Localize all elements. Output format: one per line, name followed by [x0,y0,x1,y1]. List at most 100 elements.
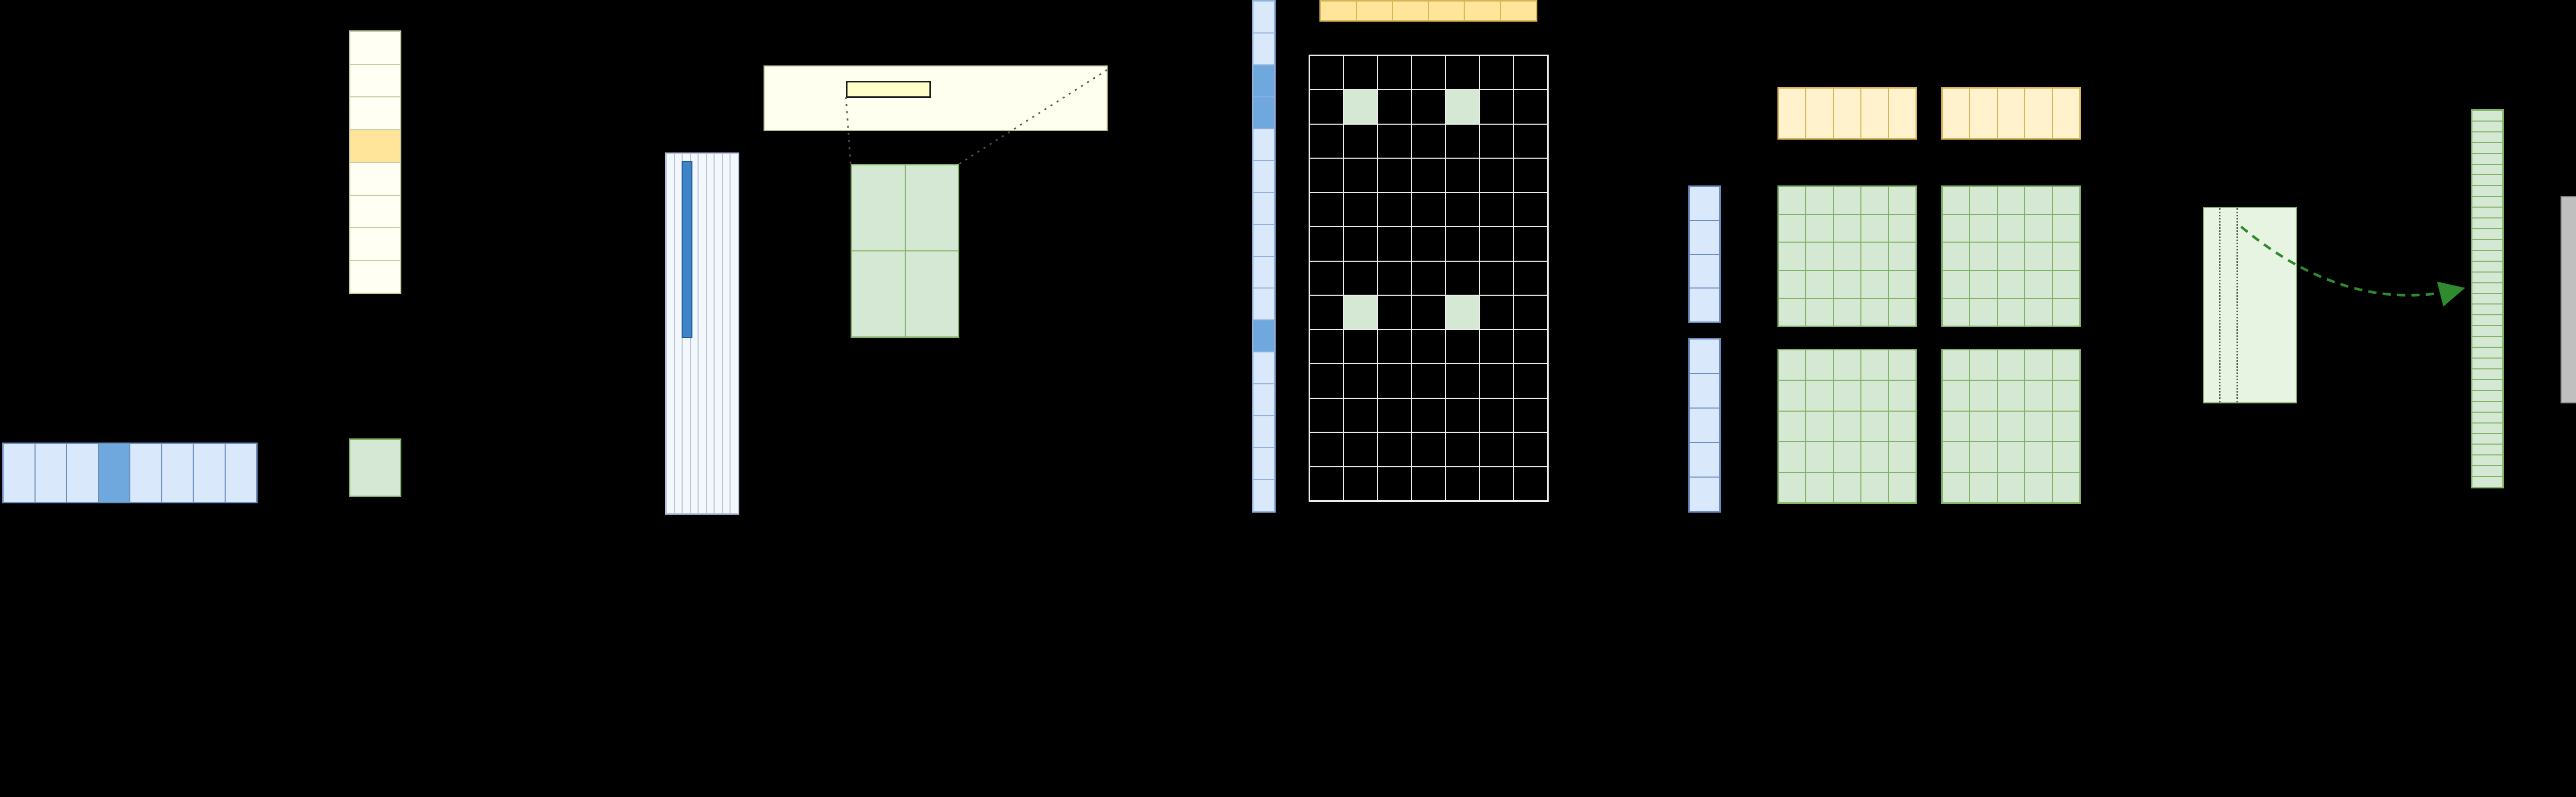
green-grid-cell [2052,350,2080,381]
green-grid-cell [2052,270,2080,298]
green-grid-cell [1833,270,1861,298]
input-bar-cell [35,444,66,502]
green-grid-cell [1970,442,1997,472]
green-grid-cell [2052,411,2080,442]
sparse-grid-cell [1378,124,1412,159]
sparse-grid-cell [1378,466,1412,501]
sparse-grid-cell [1480,56,1514,90]
tall-vector-cell [1253,288,1275,320]
green-grid-cell [1778,242,1806,270]
green-grid-cell [1942,298,1970,326]
sparse-grid-cell [1412,192,1446,227]
sparse-grid-cell [1446,158,1480,193]
sparse-grid-cell [1480,90,1514,124]
green-grid-cell [2052,472,2080,503]
selected-column-bar [682,161,692,338]
header-cell [1356,1,1393,21]
tile-cell [905,251,958,337]
sparse-grid-cell [1344,432,1378,467]
tall-vector-cell [1253,128,1275,161]
green-grid-cell [1833,411,1861,442]
green-grid-cell [1888,270,1916,298]
green-grid-cell [1942,214,1970,243]
tile-cell [852,251,905,337]
tall-vector-cell [1253,224,1275,257]
fine-stripe-cell [2472,293,2503,304]
zoom-region-box [846,81,931,98]
column-vector-cell [350,129,400,162]
sparse-grid-cell [1412,466,1446,501]
sparse-grid-cell [1412,227,1446,261]
green-grid-cell [1997,270,2025,298]
striped-panel-column [714,154,722,514]
green-grid-cell [2025,472,2053,503]
green-grid-cell [1806,214,1834,243]
green-grid-cell [1970,411,1997,442]
sparse-grid-cell [1344,90,1378,124]
dotted-divider-line [2219,208,2221,402]
green-grid-cell [1833,350,1861,381]
sparse-grid-cell [1480,364,1514,398]
green-grid-cell [1997,186,2025,215]
green-grid-cell [2025,186,2053,215]
sparse-grid-cell [1310,56,1344,90]
sparse-grid-cell [1446,466,1480,501]
green-grid-cell [1833,472,1861,503]
green-grid-cell [1778,186,1806,215]
green-grid-cell [1997,350,2025,381]
sparse-grid-cell [1446,295,1480,330]
fine-stripe-cell [2472,121,2503,132]
green-grid-cell [1806,186,1834,215]
column-vector-cell [350,195,400,228]
green-grid-cell [2052,380,2080,411]
yellow-header-cell [1861,88,1889,139]
sparse-grid-cell [1310,158,1344,193]
sparse-grid-cell [1310,192,1344,227]
yellow-header-cell [1778,88,1806,139]
small-result-cell [349,438,401,497]
sparse-grid-cell [1344,329,1378,364]
green-grid-cell [1778,270,1806,298]
fine-stripe-cell [2472,358,2503,369]
fine-stripe-cell [2472,250,2503,261]
fine-stripe-cell [2472,304,2503,315]
tall-vector-cell [1253,192,1275,225]
zoom-projection-lines [845,69,1108,165]
yellow-header-cell [1888,88,1916,139]
sparse-grid-cell [1480,295,1514,330]
tall-vector-cell [1253,448,1275,480]
segment-cell [1689,339,1720,374]
sparse-grid-cell [1514,124,1548,159]
segment-cell [1689,443,1720,477]
header-cell [1428,1,1465,21]
green-grid-cell [1888,298,1916,326]
input-bar-cell [130,444,162,502]
sparse-grid-cell [1344,192,1378,227]
green-grid-cell [1833,380,1861,411]
sparse-grid-cell [1514,192,1548,227]
fine-stripe-cell [2472,433,2503,445]
striped-panel-column [666,154,674,514]
fine-stripe-cell [2472,368,2503,380]
fine-stripe-cell [2472,422,2503,434]
green-grid-cell [1861,270,1889,298]
green-grid-cell [1942,442,1970,472]
annotated-green-panel [2203,207,2297,403]
sparse-grid-cell [1480,398,1514,433]
fine-stripe-cell [2472,229,2503,240]
sparse-grid-cell [1412,261,1446,296]
tall-vector-cell [1253,256,1275,289]
fine-stripe-cell [2472,131,2503,143]
green-grid-cell [2052,442,2080,472]
sparse-grid-cell [1514,432,1548,467]
green-block-grid-bottom-right [1941,349,2081,504]
green-grid-cell [1970,472,1997,503]
fine-stripe-cell [2472,315,2503,326]
green-block-grid-top-left [1777,185,1917,327]
fine-stripe-cell [2472,142,2503,154]
green-grid-cell [1833,298,1861,326]
input-bar-cell [98,444,130,502]
green-grid-cell [2025,214,2053,243]
sparse-grid-cell [1310,295,1344,330]
green-grid-cell [2052,298,2080,326]
